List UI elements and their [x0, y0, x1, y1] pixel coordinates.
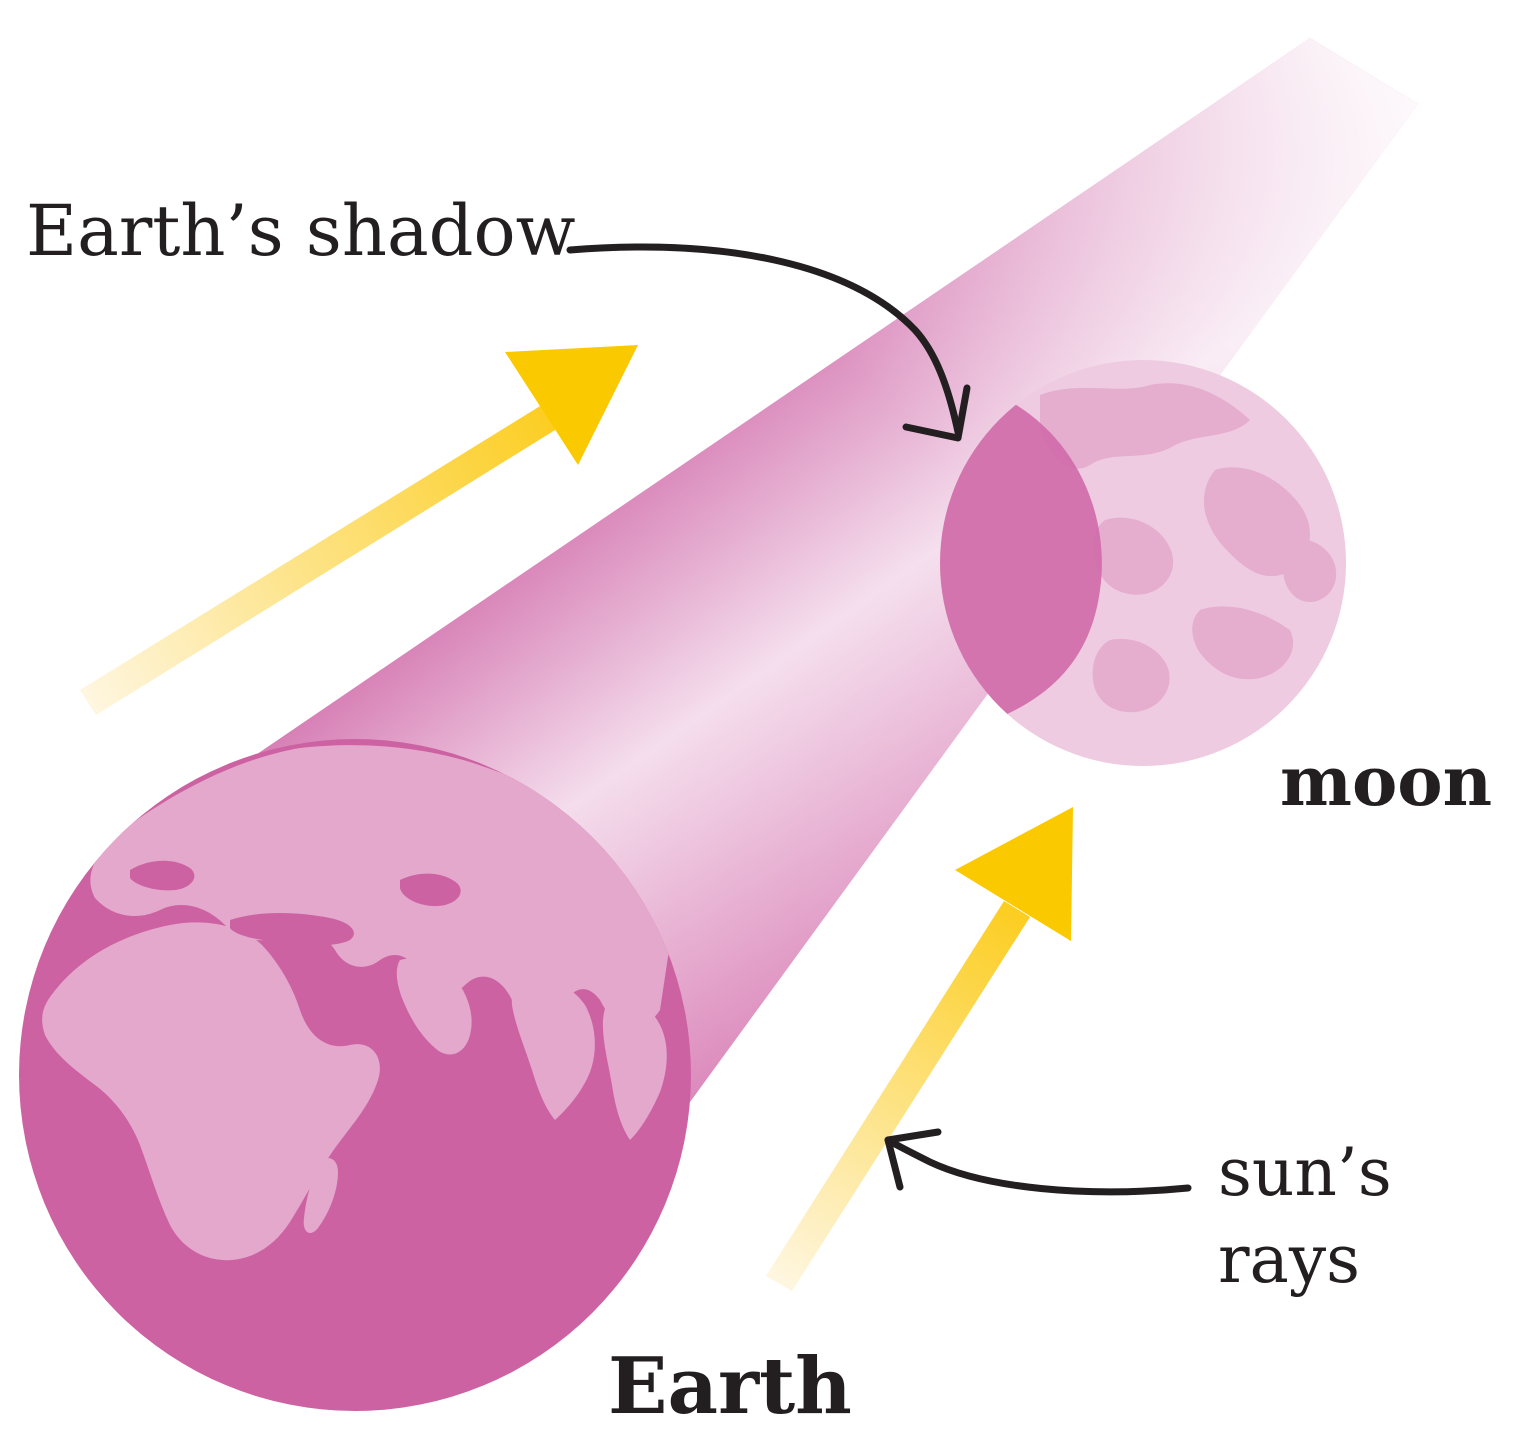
label-earths-shadow: Earth’s shadow: [26, 190, 576, 272]
sun-ray-arrow-upper: [80, 345, 638, 715]
curved-arrow-icon: [566, 243, 971, 442]
label-rays: rays: [1218, 1221, 1360, 1298]
curved-arrow-icon: [884, 1128, 1192, 1196]
label-earth: Earth: [608, 1341, 852, 1432]
earth-globe-icon: [19, 739, 691, 1411]
label-moon: moon: [1280, 742, 1492, 822]
label-suns: sun’s: [1218, 1134, 1392, 1211]
moon-icon: [940, 360, 1346, 766]
sun-ray-arrow-lower: [766, 807, 1073, 1291]
